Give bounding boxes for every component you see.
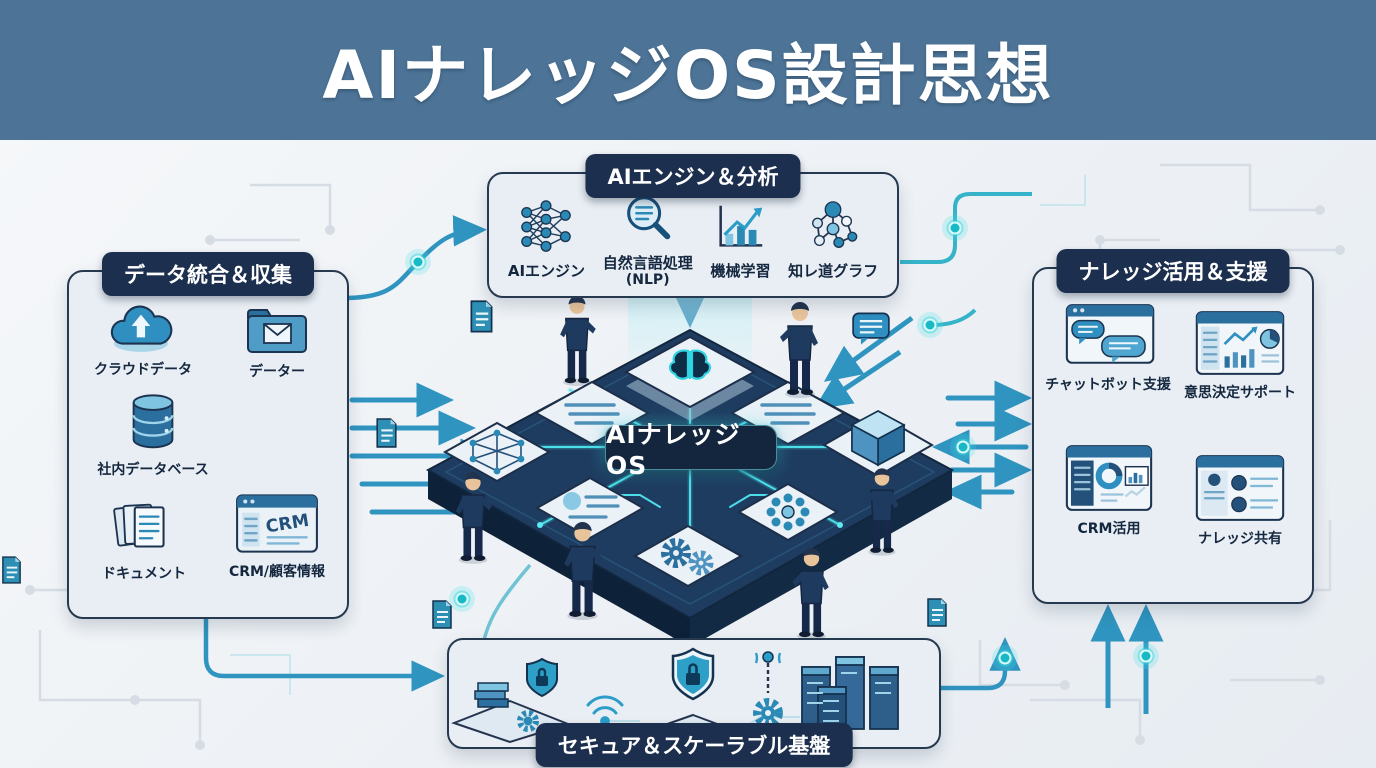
- item-knowledge-graph: 知レ道グラフ: [788, 198, 878, 281]
- profile-cards-icon: [1195, 455, 1285, 521]
- document-icon: [0, 556, 23, 585]
- item-data-folder: データー: [221, 304, 333, 382]
- item-label: AIエンジン: [507, 261, 586, 280]
- wifi-icon: [586, 695, 624, 726]
- decision-dashboard-icon: [1195, 311, 1285, 375]
- machine-learning-chart-icon: [719, 205, 763, 247]
- documents-icon: [113, 503, 165, 548]
- glow-node: [916, 311, 944, 339]
- item-label: CRM活用: [1077, 521, 1141, 537]
- section-header-ai-engine: AIエンジン＆分析: [585, 154, 801, 198]
- antenna-icon: [754, 651, 782, 693]
- server-racks-icon: [801, 656, 899, 736]
- section-header-knowledge-use: ナレッジ活用＆支援: [1056, 249, 1290, 293]
- folder-mail-icon: [247, 309, 307, 353]
- gear-icon: [753, 698, 783, 728]
- item-label: クラウドデータ: [94, 362, 192, 378]
- person-figure: [778, 302, 822, 398]
- database-icon: [132, 394, 174, 449]
- cloud-upload-icon: [110, 305, 173, 352]
- tile-gears: [632, 524, 744, 588]
- item-cloud-data: クラウドデータ: [83, 298, 203, 380]
- knowledge-graph-icon: [812, 200, 858, 248]
- document-icon: [468, 300, 495, 334]
- item-crm-info: CRM CRM/顧客情報: [215, 490, 339, 582]
- tile-flower-gear: [736, 482, 840, 542]
- item-knowledge-share: ナレッジ共有: [1176, 451, 1304, 549]
- section-ai-engine: AIエンジン＆分析 AIエンジン: [487, 154, 899, 298]
- item-label: 知レ道グラフ: [788, 261, 879, 280]
- document-icon: [430, 600, 454, 630]
- section-header-secure-base: セキュア＆スケーラブル基盤: [535, 723, 853, 767]
- secure-base-icons: [451, 647, 899, 744]
- item-nlp: 自然言語処理 (NLP): [603, 190, 693, 288]
- section-knowledge-use: ナレッジ活用＆支援 チャットボット支援: [1032, 249, 1314, 604]
- section-header-data-integration: データ統合＆収集: [102, 252, 314, 296]
- section-data-integration: データ統合＆収集 クラウドデータ データー: [67, 252, 349, 619]
- person-figure: [556, 296, 598, 386]
- item-label: CRM/顧客情報: [228, 564, 326, 580]
- page-title: AIナレッジOS設計思想: [322, 37, 1054, 114]
- item-label: データー: [249, 364, 305, 380]
- item-label: チャットボット支援: [1045, 377, 1171, 393]
- nlp-magnifier-icon: [626, 196, 670, 240]
- glow-node: [941, 214, 969, 242]
- title-bar: AIナレッジOS設計思想: [0, 0, 1376, 140]
- document-icon: [374, 418, 399, 449]
- tile-brain: [623, 335, 757, 421]
- glow-node: [949, 433, 977, 461]
- item-label: 自然言語処理: [602, 253, 693, 272]
- item-machine-learning: 機械学習: [710, 198, 770, 281]
- section-secure-base: セキュア＆スケーラブル基盤: [447, 638, 941, 767]
- person-figure: [452, 472, 494, 564]
- item-label: ドキュメント: [102, 566, 186, 582]
- item-sublabel: (NLP): [625, 271, 670, 288]
- item-documents: ドキュメント: [83, 498, 205, 584]
- person-figure: [862, 468, 902, 556]
- item-label: ナレッジ共有: [1198, 531, 1282, 547]
- item-label: 意思決定サポート: [1184, 385, 1296, 401]
- glow-node: [991, 644, 1019, 672]
- crm-window-icon: CRM: [236, 494, 318, 553]
- item-label: 社内データベース: [97, 462, 209, 478]
- glow-node: [1132, 642, 1160, 670]
- glow-node: [404, 248, 432, 276]
- item-internal-database: 社内データベース: [89, 390, 217, 480]
- document-icon: [925, 598, 949, 628]
- person-figure: [790, 548, 833, 640]
- item-ai-engine: AIエンジン: [508, 198, 585, 281]
- tile-cube-package: [821, 410, 935, 478]
- crm-dashboard-icon: [1065, 445, 1153, 511]
- chat-bubble-icon: [852, 312, 890, 346]
- person-figure: [560, 522, 605, 620]
- center-os-label: AIナレッジOS: [605, 420, 777, 480]
- neural-network-icon: [521, 199, 572, 252]
- item-label: 機械学習: [710, 261, 771, 280]
- item-crm-utilization: CRM活用: [1046, 441, 1172, 539]
- item-decision-support: 意思決定サポート: [1176, 307, 1304, 403]
- item-chatbot: チャットボット支援: [1044, 299, 1172, 395]
- tile-document-ai: [534, 476, 646, 540]
- chatbot-window-icon: [1065, 304, 1155, 364]
